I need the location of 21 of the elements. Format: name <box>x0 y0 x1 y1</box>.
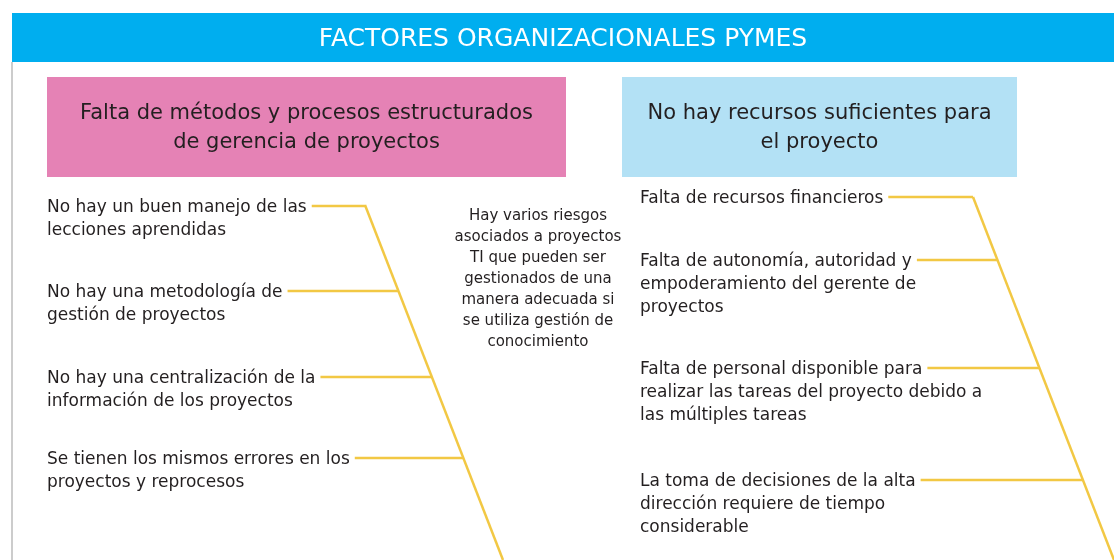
rib-line <box>920 478 1083 482</box>
rib-line <box>287 289 399 293</box>
rib-line <box>354 456 464 460</box>
title-banner: FACTORES ORGANIZACIONALES PYMES <box>12 13 1114 62</box>
cause-text: La toma de decisiones de la alta dirección requiere de tiempo considerable <box>640 470 916 536</box>
category-box: No hay recursos suficientes para el proyecto <box>622 77 1017 177</box>
rib-line <box>320 375 432 379</box>
rib-line <box>927 366 1040 370</box>
cause-text: Se tienen los mismos errores en los proyectos y reprocesos <box>47 448 350 491</box>
fishbone-spine <box>971 196 1114 560</box>
cause-text: Falta de recursos financieros <box>640 187 884 207</box>
cause-text: No hay una metodología de gestión de proyectos <box>47 281 283 324</box>
cause-text: No hay un buen manejo de las lecciones aprendidas <box>47 196 307 239</box>
cause-text: No hay una centralización de la información de los proyectos <box>47 367 316 410</box>
rib-line <box>888 195 973 199</box>
cause-text: Falta de personal disponible para realizar las tareas del proyecto debido a las múltiples tareas <box>640 358 983 424</box>
cause-text: Falta de autonomía, autoridad y empoderamiento del gerente de proyectos <box>640 250 917 316</box>
rib-line <box>916 258 998 262</box>
rib-line <box>311 204 366 208</box>
category-box: Falta de métodos y procesos estructurados de gerencia de proyectos <box>47 77 566 177</box>
note-text: Hay varios riesgos asociados a proyectos TI que pueden ser gestionados de una manera adecuada si se utiliza gestión de conocimiento <box>453 205 623 352</box>
